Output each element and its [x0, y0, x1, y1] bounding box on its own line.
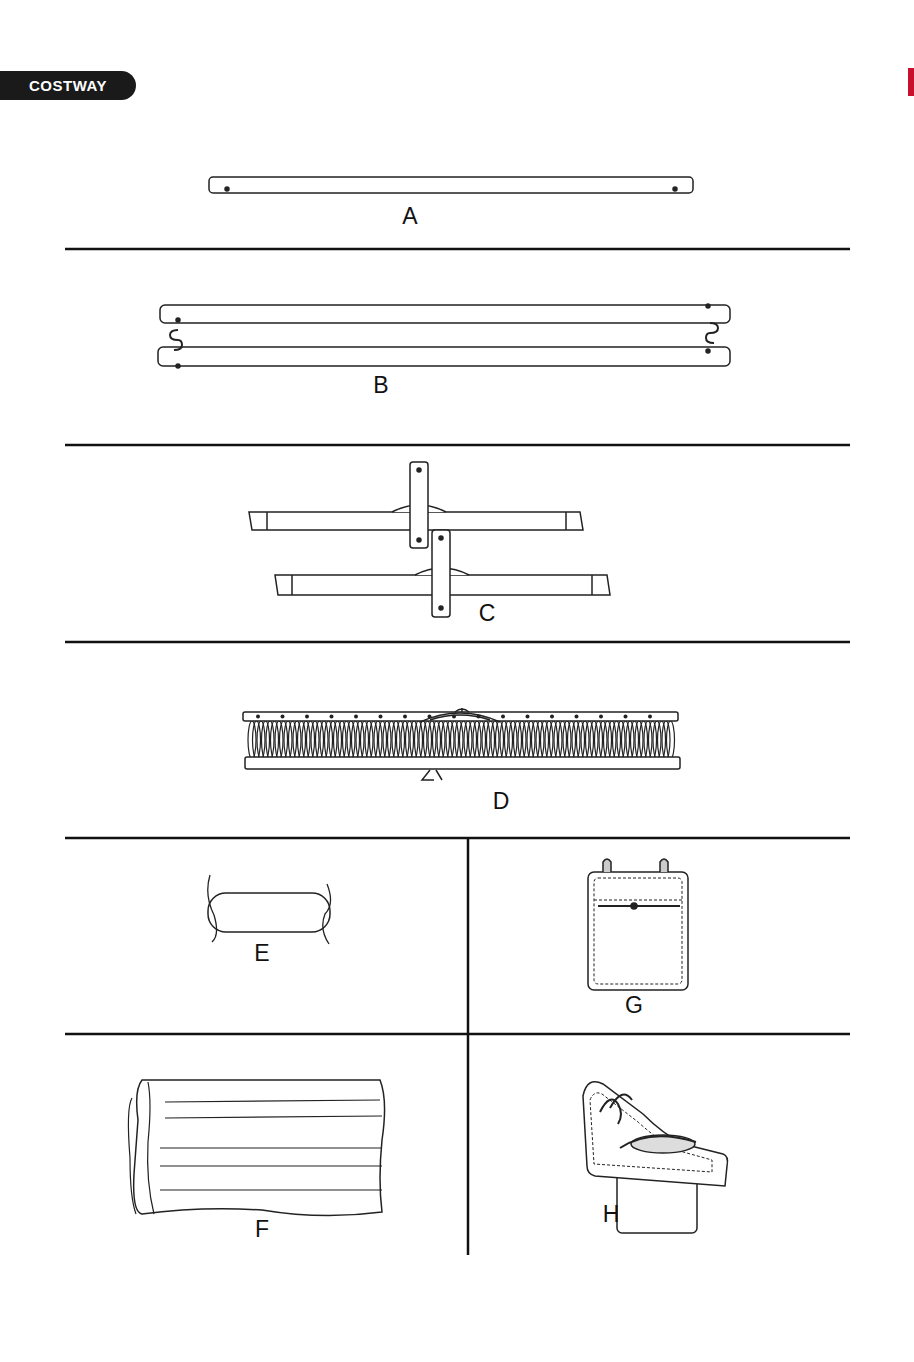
line-art	[256, 715, 260, 719]
line-art	[624, 715, 628, 719]
line-art	[439, 536, 443, 540]
line-art	[594, 878, 682, 984]
line-art	[176, 318, 180, 322]
line-art	[420, 708, 500, 722]
line-art	[501, 715, 505, 719]
part-letter: A	[402, 205, 417, 228]
part-letter: F	[255, 1218, 269, 1241]
part-letter: B	[373, 374, 388, 397]
line-art	[208, 875, 331, 944]
line-art	[706, 304, 710, 308]
line-art	[291, 575, 293, 595]
line-art	[631, 1135, 695, 1153]
line-art	[526, 715, 530, 719]
line-art	[706, 323, 718, 343]
line-art	[208, 893, 330, 932]
part-letter: G	[625, 994, 643, 1017]
line-art	[65, 837, 850, 840]
line-art	[591, 575, 593, 595]
line-art	[160, 1100, 382, 1190]
line-art	[65, 641, 850, 644]
line-art	[266, 512, 268, 530]
line-art	[410, 462, 428, 548]
line-art	[706, 349, 710, 353]
line-art	[432, 530, 450, 617]
line-art	[305, 715, 309, 719]
brand-name: COSTWAY	[29, 77, 107, 94]
line-art	[65, 1033, 850, 1036]
line-art	[598, 905, 680, 907]
part-letter: D	[493, 790, 510, 813]
line-art	[65, 249, 850, 1255]
line-art	[422, 770, 442, 780]
line-art	[403, 715, 407, 719]
line-art	[565, 512, 567, 530]
line-art	[583, 1082, 728, 1186]
line-art	[590, 1093, 712, 1172]
line-art	[176, 364, 180, 368]
line-art	[158, 347, 730, 366]
line-art	[908, 68, 914, 96]
part-letter: C	[479, 602, 496, 625]
line-art	[439, 606, 443, 610]
line-art	[248, 721, 675, 759]
line-art	[354, 715, 358, 719]
line-art	[170, 330, 182, 350]
part-letter: H	[603, 1203, 620, 1226]
line-art	[65, 444, 850, 447]
line-art	[65, 248, 850, 251]
line-art	[550, 715, 554, 719]
line-art	[467, 838, 470, 1255]
line-art	[245, 757, 680, 769]
line-art	[281, 715, 285, 719]
line-art	[599, 715, 603, 719]
line-art	[225, 187, 229, 191]
line-art	[417, 468, 421, 472]
line-art	[330, 715, 334, 719]
line-art	[673, 187, 677, 191]
line-art	[134, 1080, 385, 1216]
line-art	[128, 1082, 154, 1214]
line-art	[600, 1095, 696, 1148]
line-art	[588, 872, 688, 990]
line-art	[631, 903, 637, 909]
line-art	[603, 859, 668, 872]
line-art	[417, 538, 421, 542]
part-letter: E	[254, 942, 269, 965]
brand-badge: COSTWAY	[0, 71, 136, 100]
line-art	[379, 715, 383, 719]
line-art	[594, 900, 682, 901]
line-art	[667, 721, 675, 759]
line-art	[209, 177, 693, 193]
line-art	[575, 715, 579, 719]
line-art	[648, 715, 652, 719]
line-art	[160, 305, 730, 323]
